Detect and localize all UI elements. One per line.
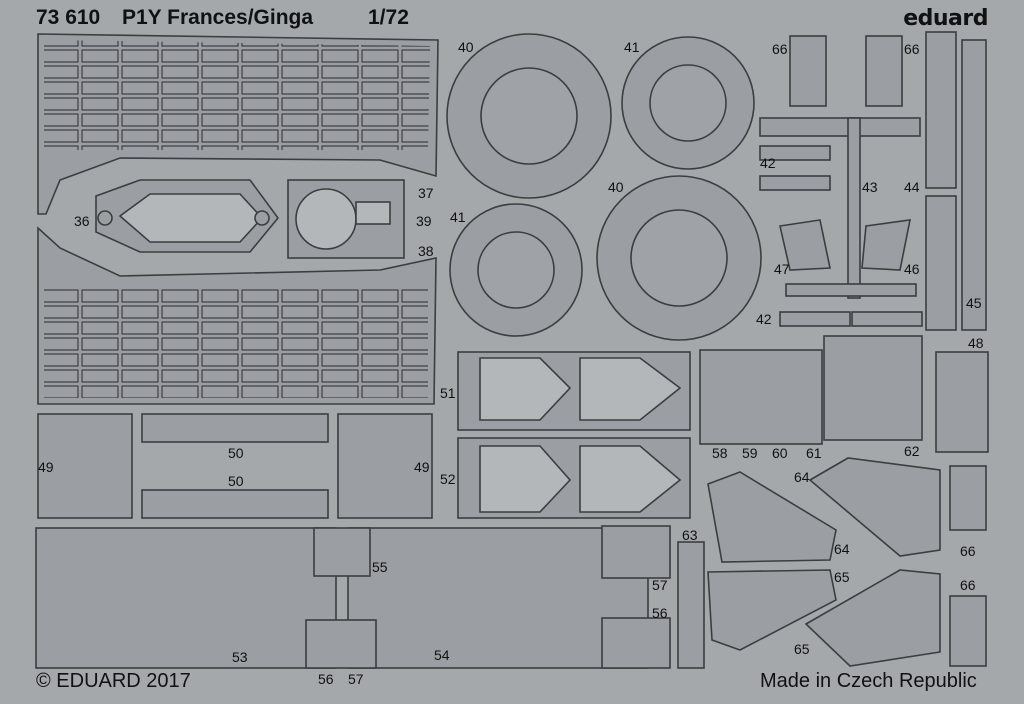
part-45 [961, 39, 987, 331]
part-58-61 [699, 349, 823, 445]
cowl-flaps-40-bottom [596, 175, 762, 341]
part-number: 44 [904, 179, 920, 195]
part-number: 42 [760, 155, 776, 171]
part-number: 50 [228, 445, 244, 461]
part-number: 48 [968, 335, 984, 351]
part-63 [677, 541, 705, 669]
part-number: 58 [712, 445, 728, 461]
part-number: 56 [318, 671, 334, 687]
part-57-right [601, 525, 671, 579]
origin-text: Made in Czech Republic [760, 670, 977, 692]
part-number: 41 [624, 39, 640, 55]
part-49-right [337, 413, 433, 519]
brand-logo: eduard [903, 6, 988, 31]
part-number: 66 [960, 543, 976, 559]
cowl-flaps-40-top [446, 33, 612, 199]
part-49-left [37, 413, 133, 519]
part-50-bottom [141, 489, 329, 519]
wing-flap-lower [37, 226, 437, 405]
part-number: 40 [458, 39, 474, 55]
part-number: 47 [774, 261, 790, 277]
part-56-57-bottom [305, 619, 377, 669]
part-62 [823, 335, 923, 441]
part-number: 46 [904, 261, 920, 277]
part-64-left [707, 471, 837, 563]
part-number: 66 [904, 41, 920, 57]
part-56-right [601, 617, 671, 669]
part-number: 50 [228, 473, 244, 489]
part-36 [95, 179, 280, 253]
scale-label: 1/72 [368, 6, 409, 29]
part-46 [861, 219, 912, 271]
part-number: 66 [772, 41, 788, 57]
part-37-39 [287, 179, 405, 259]
part-number: 45 [966, 295, 982, 311]
part-54 [347, 527, 649, 669]
part-66-a [789, 35, 827, 107]
part-55 [313, 527, 371, 577]
part-48 [935, 351, 989, 453]
cowl-flaps-41-bottom [449, 203, 583, 337]
part-number: 42 [756, 311, 772, 327]
part-number: 39 [416, 213, 432, 229]
part-66-c [949, 465, 987, 531]
part-65-right [804, 569, 941, 667]
part-44-b [925, 195, 957, 331]
part-number: 60 [772, 445, 788, 461]
part-number: 65 [834, 569, 850, 585]
part-number: 40 [608, 179, 624, 195]
part-number: 62 [904, 443, 920, 459]
part-50-top [141, 413, 329, 443]
part-number: 64 [794, 469, 810, 485]
part-number: 54 [434, 647, 450, 663]
part-number: 57 [348, 671, 364, 687]
part-number: 53 [232, 649, 248, 665]
kit-title: P1Y Frances/Ginga [122, 6, 314, 29]
part-44 [925, 31, 957, 189]
part-number: 38 [418, 243, 434, 259]
copyright-text: © EDUARD 2017 [36, 670, 191, 692]
part-42-43 [759, 117, 923, 327]
cowl-flaps-41-top [621, 36, 755, 170]
part-number: 49 [38, 459, 54, 475]
part-number: 63 [682, 527, 698, 543]
part-number: 56 [652, 605, 668, 621]
wing-flap-upper [37, 33, 439, 215]
part-number: 41 [450, 209, 466, 225]
catalog-number: 73 610 [36, 6, 101, 29]
part-number: 65 [794, 641, 810, 657]
part-number: 59 [742, 445, 758, 461]
part-number: 43 [862, 179, 878, 195]
part-number: 61 [806, 445, 822, 461]
part-65-left [707, 569, 837, 651]
part-number: 49 [414, 459, 430, 475]
part-47 [779, 219, 831, 271]
part-number: 52 [440, 471, 456, 487]
part-number: 55 [372, 559, 388, 575]
part-66-d [949, 595, 987, 667]
part-53 [35, 527, 337, 669]
part-number: 66 [960, 577, 976, 593]
part-number: 57 [652, 577, 668, 593]
part-number: 36 [74, 213, 90, 229]
part-64-right [808, 457, 941, 557]
part-number: 51 [440, 385, 456, 401]
part-66-b [865, 35, 903, 107]
part-number: 37 [418, 185, 434, 201]
part-number: 64 [834, 541, 850, 557]
